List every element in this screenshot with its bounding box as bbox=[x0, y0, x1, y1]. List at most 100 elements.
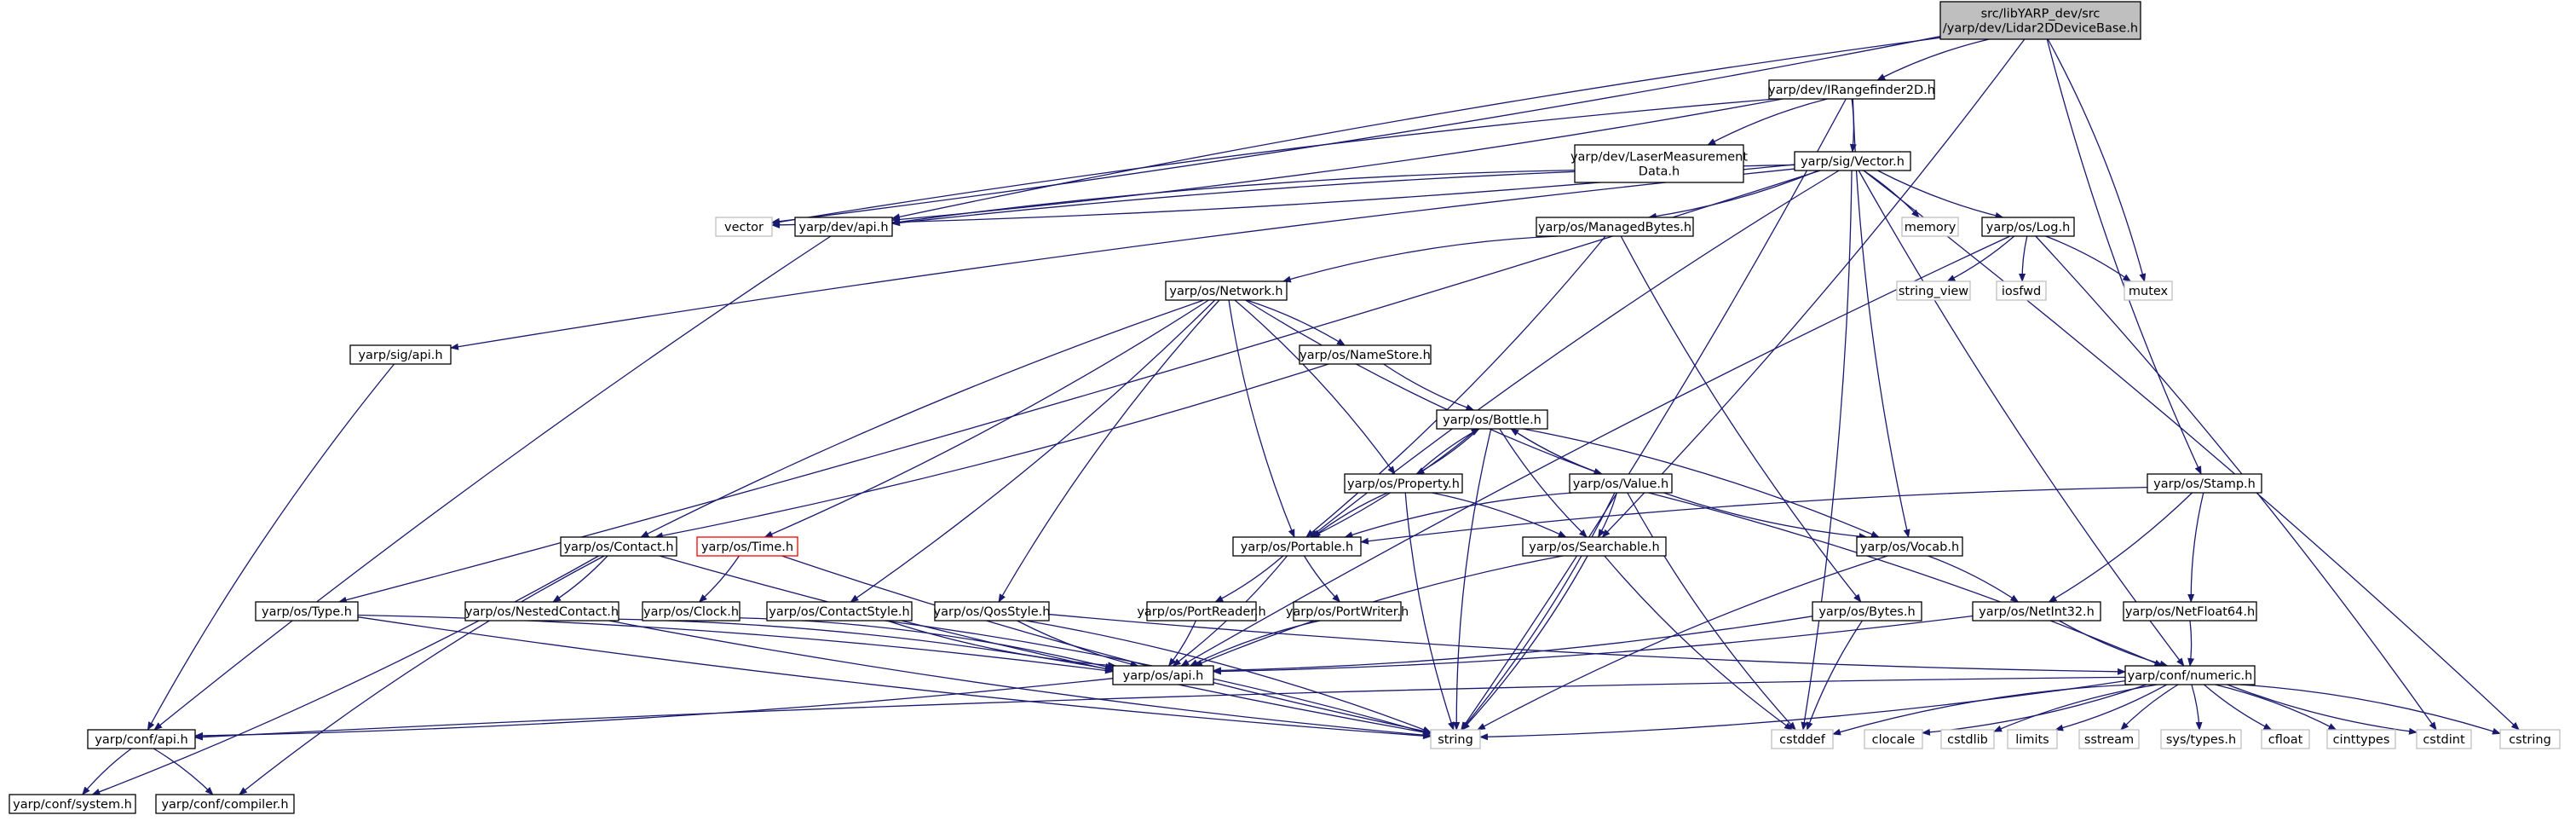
edge-oslog-to-osapi bbox=[1180, 235, 2011, 667]
node-clock[interactable]: yarp/os/Clock.h bbox=[642, 601, 741, 622]
node-bottle[interactable]: yarp/os/Bottle.h bbox=[1436, 409, 1548, 430]
edge-numeric-to-sstream bbox=[2120, 684, 2179, 731]
node-sigvector[interactable]: yarp/sig/Vector.h bbox=[1794, 151, 1911, 171]
edge-lasermeas-to-devapi bbox=[891, 170, 1576, 226]
node-label-portwriter: yarp/os/PortWriter.h bbox=[1286, 605, 1409, 619]
edge-network-to-portable bbox=[1228, 299, 1295, 538]
node-confapi[interactable]: yarp/conf/api.h bbox=[87, 729, 196, 749]
node-label-numeric: yarp/conf/numeric.h bbox=[2128, 669, 2253, 683]
node-contact[interactable]: yarp/os/Contact.h bbox=[560, 536, 677, 557]
edge-sigvector-to-managedbytes bbox=[1647, 170, 1819, 220]
edge-clock-to-osapi bbox=[739, 617, 1114, 670]
node-cstring: cstring bbox=[2499, 729, 2561, 749]
node-label-oslog: yarp/os/Log.h bbox=[1986, 221, 2071, 234]
node-portwriter[interactable]: yarp/os/PortWriter.h bbox=[1286, 601, 1409, 622]
edge-bottle-to-vocab bbox=[1523, 428, 1880, 538]
node-box-string bbox=[1430, 729, 1481, 749]
node-box-devapi bbox=[794, 217, 893, 237]
edge-portable-to-portreader bbox=[1214, 555, 1284, 603]
node-vocab[interactable]: yarp/os/Vocab.h bbox=[1856, 536, 1963, 557]
node-label-vocab: yarp/os/Vocab.h bbox=[1860, 541, 1959, 554]
node-managedbytes[interactable]: yarp/os/ManagedBytes.h bbox=[1536, 217, 1694, 237]
node-label-bottle: yarp/os/Bottle.h bbox=[1443, 413, 1542, 427]
node-portreader[interactable]: yarp/os/PortReader.h bbox=[1137, 601, 1266, 622]
node-oslog[interactable]: yarp/os/Log.h bbox=[1981, 217, 2075, 237]
edge-numeric-to-clocale bbox=[1922, 684, 2147, 736]
edge-sigapi-to-confapi bbox=[147, 363, 395, 731]
edge-root-to-irangefinder bbox=[1876, 38, 1990, 81]
node-ostype[interactable]: yarp/os/Type.h bbox=[255, 601, 359, 622]
edge-network-to-ostime bbox=[764, 299, 1209, 538]
node-root[interactable]: src/libYARP_dev/src/yarp/dev/Lidar2DDevi… bbox=[1939, 1, 2141, 40]
edge-irangefinder-to-vector bbox=[771, 98, 1777, 226]
node-osbytes[interactable]: yarp/os/Bytes.h bbox=[1812, 601, 1922, 622]
node-box-cinttypes bbox=[2326, 729, 2396, 749]
edge-netint32-to-osapi bbox=[1213, 615, 1974, 675]
node-osapi[interactable]: yarp/os/api.h bbox=[1112, 665, 1214, 685]
node-label-osapi: yarp/os/api.h bbox=[1123, 669, 1204, 683]
node-stamp[interactable]: yarp/os/Stamp.h bbox=[2147, 473, 2262, 494]
node-netfloat64[interactable]: yarp/os/NetFloat64.h bbox=[2123, 601, 2257, 622]
node-string: string bbox=[1430, 729, 1481, 749]
node-irangefinder[interactable]: yarp/dev/IRangefinder2D.h bbox=[1768, 79, 1935, 100]
node-label-clock: yarp/os/Clock.h bbox=[643, 605, 739, 619]
node-portable[interactable]: yarp/os/Portable.h bbox=[1232, 536, 1362, 557]
edge-qosstyle-to-numeric bbox=[1048, 613, 2126, 675]
node-box-iosfwd bbox=[1996, 280, 2047, 301]
node-box-bottle bbox=[1436, 409, 1548, 430]
node-label-portable: yarp/os/Portable.h bbox=[1241, 541, 1353, 554]
edge-bottle-to-searchable bbox=[1499, 428, 1588, 538]
node-box-systypes bbox=[2160, 729, 2242, 749]
node-namestore[interactable]: yarp/os/NameStore.h bbox=[1299, 344, 1432, 365]
node-box-sstream bbox=[2078, 729, 2140, 749]
node-label-confsystem: yarp/conf/system.h bbox=[13, 798, 132, 812]
node-box-confapi bbox=[87, 729, 196, 749]
node-property[interactable]: yarp/os/Property.h bbox=[1344, 473, 1463, 494]
edge-portwriter-to-osapi bbox=[1189, 620, 1321, 667]
node-label-string_view: string_view bbox=[1899, 285, 1968, 298]
node-ostime[interactable]: yarp/os/Time.h bbox=[696, 536, 798, 557]
edge-managedbytes-to-portable bbox=[1305, 235, 1606, 538]
edge-root-to-devapi bbox=[891, 37, 1941, 221]
node-label-namestore: yarp/os/NameStore.h bbox=[1300, 349, 1431, 362]
node-devapi[interactable]: yarp/dev/api.h bbox=[794, 217, 893, 237]
node-confcompiler[interactable]: yarp/conf/compiler.h bbox=[155, 794, 295, 814]
node-label-sigapi: yarp/sig/api.h bbox=[358, 349, 442, 362]
node-box-sigapi bbox=[349, 344, 452, 365]
edge-value-to-portable bbox=[1344, 492, 1573, 539]
node-box-ostime bbox=[696, 536, 798, 557]
edge-root-to-searchable bbox=[1601, 38, 2026, 538]
node-qosstyle[interactable]: yarp/os/QosStyle.h bbox=[934, 601, 1051, 622]
node-nestedcontact[interactable]: yarp/os/NestedContact.h bbox=[464, 601, 620, 622]
edge-irangefinder-to-lasermeas bbox=[1707, 98, 1828, 146]
node-box-vocab bbox=[1856, 536, 1963, 557]
node-box-cfloat bbox=[2261, 729, 2310, 749]
node-netint32[interactable]: yarp/os/NetInt32.h bbox=[1972, 601, 2101, 622]
edge-numeric-to-cstring bbox=[2239, 684, 2501, 735]
edge-value-to-cstddef bbox=[1627, 492, 1796, 731]
node-label-lasermeas-line-1: Data.h bbox=[1639, 165, 1680, 179]
edge-qosstyle-to-string bbox=[1025, 620, 1432, 733]
node-label-root-line-0: src/libYARP_dev/src bbox=[1981, 8, 2101, 21]
node-clocale: clocale bbox=[1864, 729, 1923, 749]
node-sigapi[interactable]: yarp/sig/api.h bbox=[349, 344, 452, 365]
node-confsystem[interactable]: yarp/conf/system.h bbox=[9, 794, 136, 814]
node-network[interactable]: yarp/os/Network.h bbox=[1165, 280, 1288, 301]
node-numeric[interactable]: yarp/conf/numeric.h bbox=[2124, 665, 2256, 685]
node-box-cstdlib bbox=[1940, 729, 1995, 749]
edge-numeric-to-confapi bbox=[194, 676, 2126, 741]
node-label-netfloat64: yarp/os/NetFloat64.h bbox=[2125, 605, 2255, 619]
edge-confapi-to-confsystem bbox=[82, 748, 132, 795]
node-value[interactable]: yarp/os/Value.h bbox=[1569, 473, 1673, 494]
node-box-network bbox=[1165, 280, 1288, 301]
edge-network-to-namestore bbox=[1246, 299, 1346, 346]
node-label-clocale: clocale bbox=[1872, 733, 1916, 747]
node-cfloat: cfloat bbox=[2261, 729, 2310, 749]
node-label-devapi: yarp/dev/api.h bbox=[798, 221, 888, 234]
edge-contact-to-string bbox=[659, 555, 1432, 736]
node-label-managedbytes: yarp/os/ManagedBytes.h bbox=[1538, 221, 1691, 234]
node-contactstyle[interactable]: yarp/os/ContactStyle.h bbox=[766, 601, 913, 622]
node-box-value bbox=[1569, 473, 1673, 494]
node-searchable[interactable]: yarp/os/Searchable.h bbox=[1522, 536, 1667, 557]
